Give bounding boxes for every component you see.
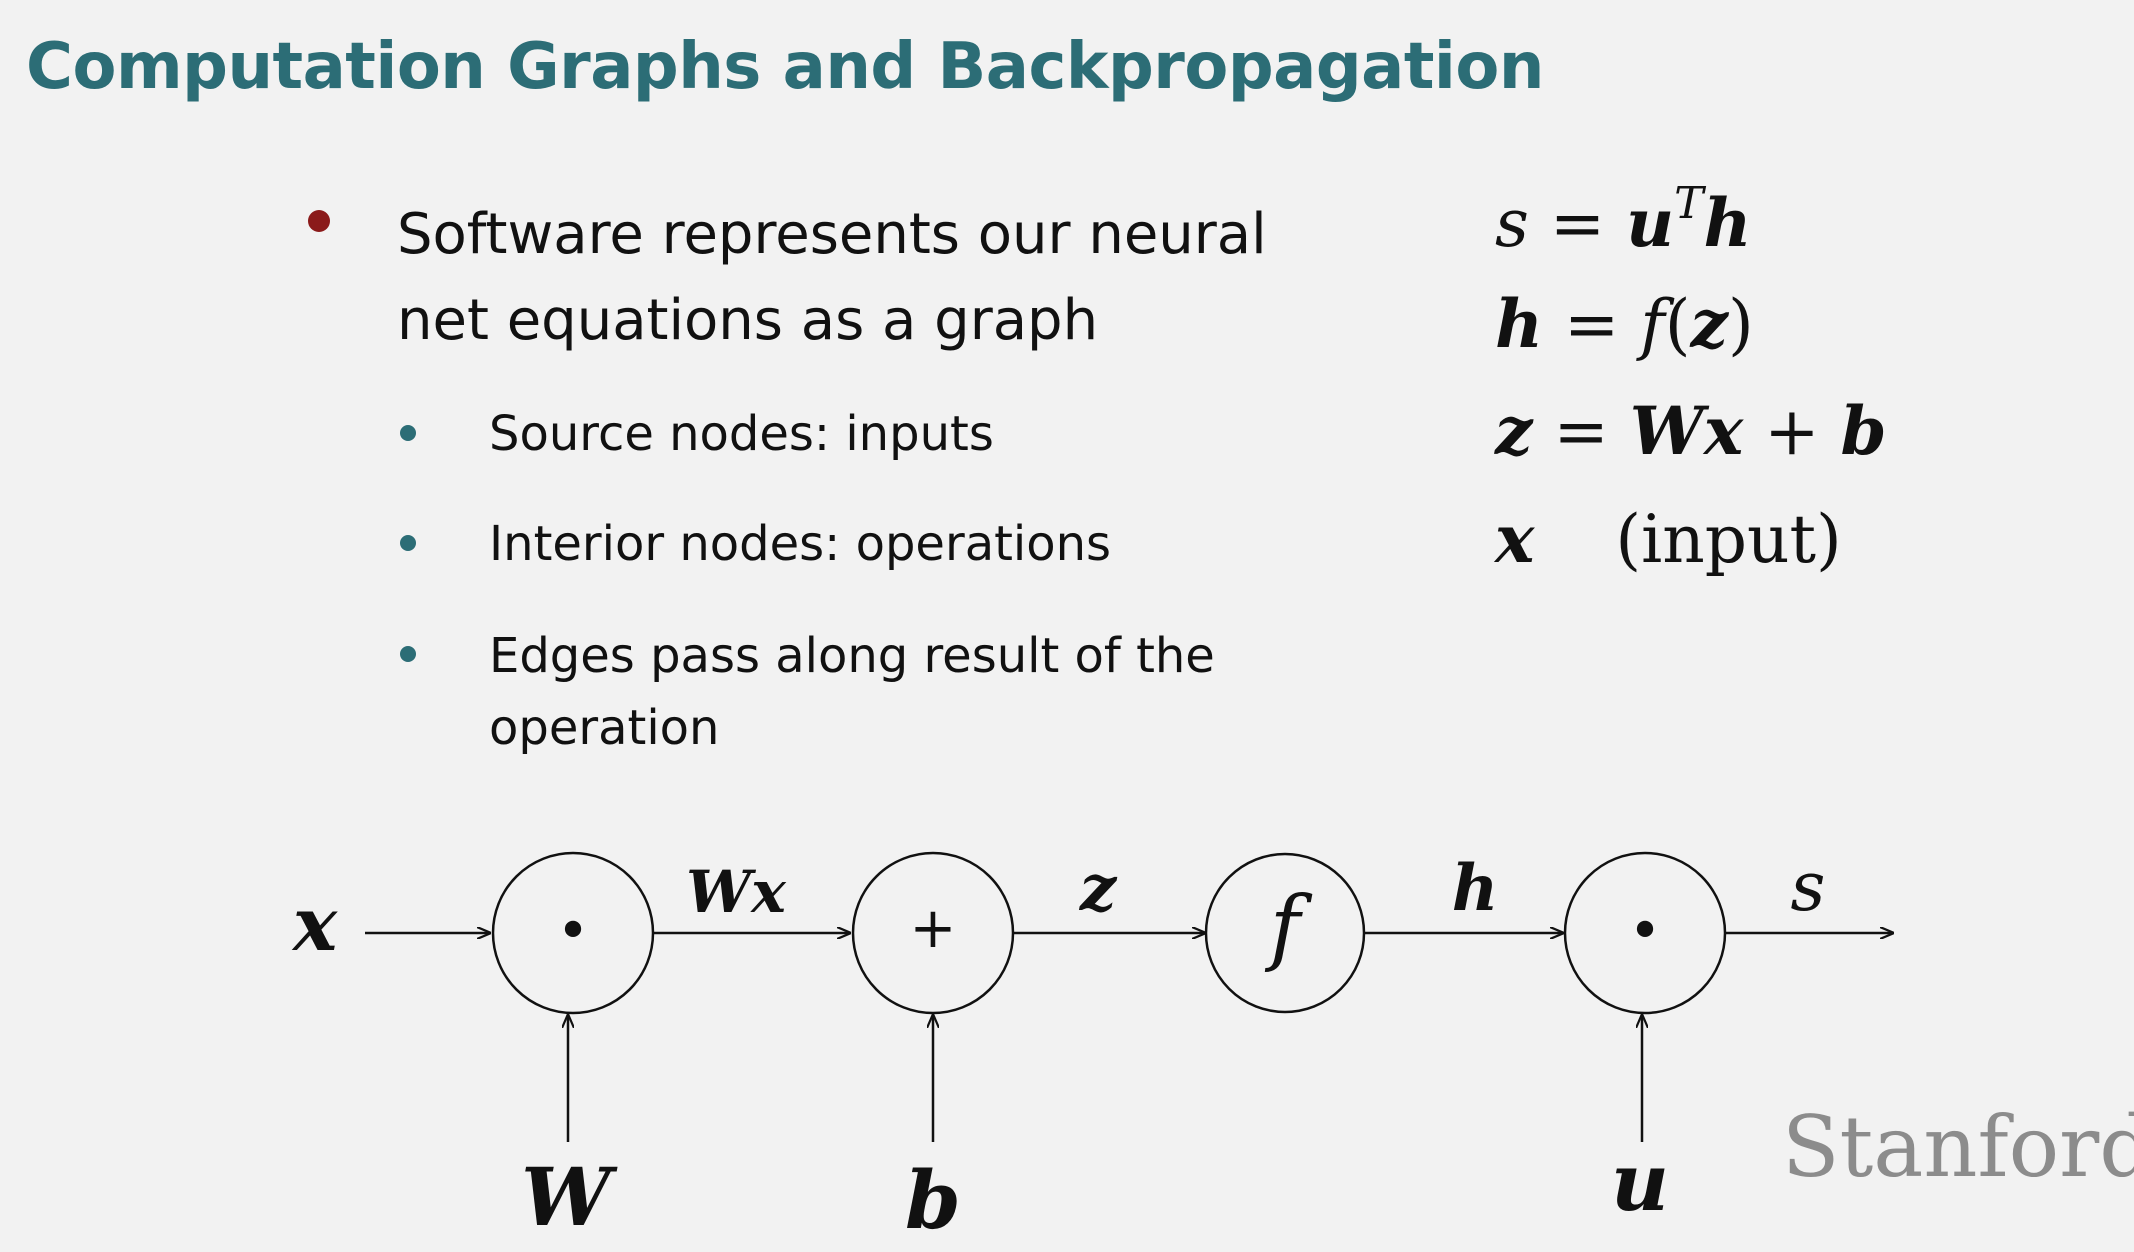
edge3-label: h — [1452, 851, 1499, 926]
edge2-label: z — [1079, 851, 1118, 926]
bottom-label-b: b — [905, 1153, 961, 1247]
node-add-op: + — [910, 896, 957, 961]
equation-s: s = uTh — [1495, 178, 1752, 262]
node-f — [1204, 852, 1366, 1014]
edge1-label: Wx — [686, 858, 787, 926]
equation-z: z = Wx + b — [1495, 392, 1887, 470]
node-multiply-2 — [1563, 851, 1727, 1015]
sub-bullet-interior: Interior nodes: operations — [489, 516, 1112, 572]
sub-bullet-source: Source nodes: inputs — [489, 406, 994, 462]
node-multiply-2-op: • — [1628, 899, 1661, 964]
bullet-dot — [308, 210, 330, 232]
stanford-logo: Stanford — [1782, 1098, 2134, 1196]
bottom-label-u: u — [1611, 1135, 1669, 1229]
node-add — [851, 851, 1015, 1015]
node-multiply-1-op: • — [556, 899, 589, 964]
edge4-label: s — [1791, 848, 1826, 927]
sub-bullet-dot — [400, 646, 416, 662]
node-multiply-1 — [491, 851, 655, 1015]
sub-bullet-edges: Edges pass along result of the operation — [489, 628, 1215, 756]
node-f-op: f — [1264, 880, 1313, 975]
bullet-main: Software represents our neural net equat… — [397, 202, 1267, 353]
sub-bullet-dot — [400, 535, 416, 551]
graph-input-x: x — [291, 882, 338, 968]
equation-h: h = f(z) — [1495, 285, 1754, 363]
bottom-label-W: W — [521, 1150, 618, 1244]
slide-title: Computation Graphs and Backpropagation — [26, 30, 1544, 104]
sub-bullet-dot — [400, 425, 416, 441]
equation-x: x (input) — [1495, 500, 1842, 578]
